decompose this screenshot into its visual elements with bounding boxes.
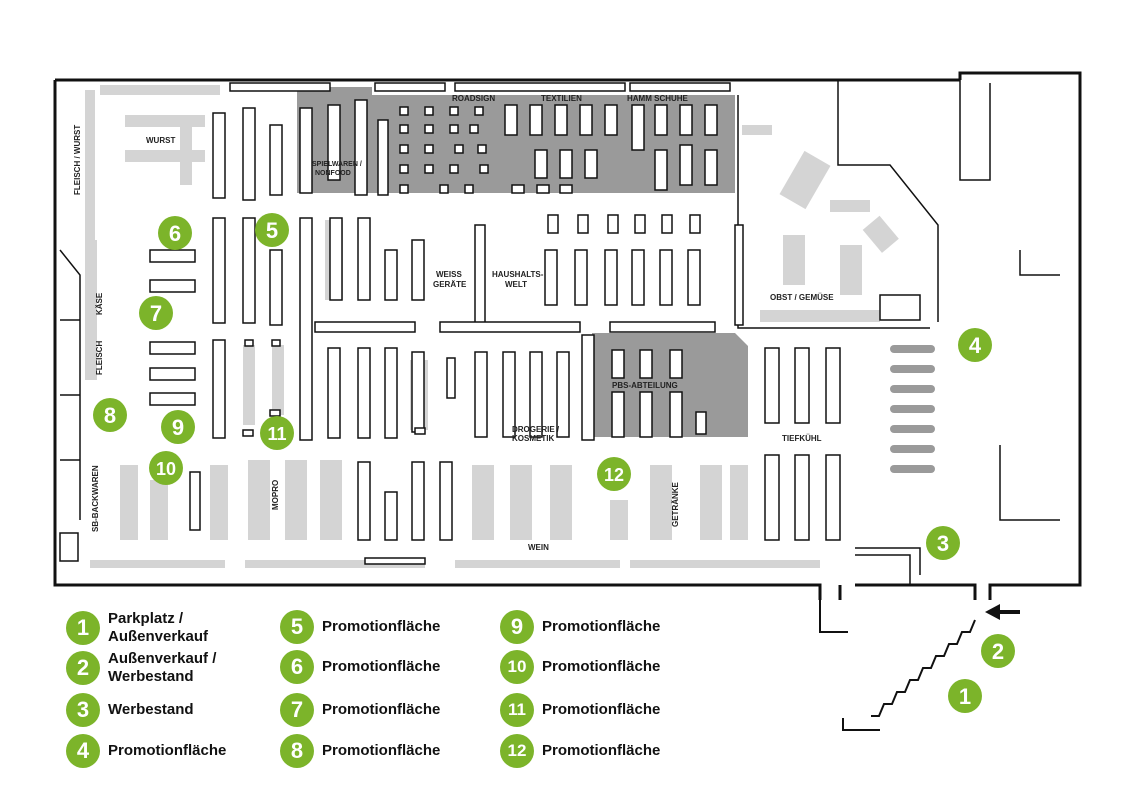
label-hamm-schuhe: HAMM SCHUHE: [627, 94, 689, 103]
label-geraete: GERÄTE: [433, 280, 467, 289]
svg-text:10: 10: [156, 459, 176, 479]
svg-text:7: 7: [150, 301, 162, 326]
legend-item-2: 2 Außenverkauf / Werbestand: [66, 650, 216, 686]
legend-item-7: 7 Promotionfläche: [280, 693, 440, 727]
map-badges: 1 2 3 4 5 6 7 8 9 10 11 12: [93, 213, 992, 560]
svg-text:6: 6: [169, 221, 181, 246]
light-shelves: [85, 85, 899, 568]
entrance-stair-lower: [819, 600, 976, 731]
walls: [53, 71, 1082, 600]
legend-item-11: 11 Promotionfläche: [500, 693, 660, 727]
legend-label: Promotionfläche: [322, 742, 441, 759]
badge-11: 11: [260, 416, 294, 450]
legend-label: Promotionfläche: [322, 701, 441, 718]
badge-3: 3: [926, 526, 960, 560]
label-sb-backwaren: SB-BACKWAREN: [91, 465, 100, 532]
legend-label: Parkplatz / Außenverkauf: [108, 610, 209, 645]
svg-text:8: 8: [104, 403, 116, 428]
badge-1-lower: 1: [948, 679, 982, 713]
badge-2-lower: 2: [981, 634, 1015, 668]
badge-7: 7: [139, 296, 173, 330]
label-getraenke: GETRÄNKE: [671, 481, 680, 527]
svg-text:1: 1: [959, 684, 971, 709]
label-textilien: TEXTILIEN: [541, 94, 582, 103]
legend-number: 1: [66, 611, 100, 645]
label-fleisch-wurst: FLEISCH / WURST: [73, 125, 82, 195]
badge-8: 8: [93, 398, 127, 432]
badge-5: 5: [255, 213, 289, 247]
label-kosmetik: KOSMETIK: [512, 434, 554, 443]
label-kaese: KÄSE: [95, 292, 104, 315]
label-fleisch: FLEISCH: [95, 341, 104, 375]
legend-number: 2: [66, 651, 100, 685]
svg-text:2: 2: [992, 639, 1004, 664]
legend-item-3: 3 Werbestand: [66, 693, 194, 727]
svg-text:11: 11: [267, 424, 286, 444]
legend-label: Promotionfläche: [542, 658, 661, 675]
label-spielwaren: SPIELWAREN /: [312, 161, 362, 168]
label-obst-gemuese: OBST / GEMÜSE: [770, 293, 834, 302]
legend-label: Werbestand: [108, 701, 194, 718]
legend-label: Promotionfläche: [542, 742, 661, 759]
legend-number: 7: [280, 693, 314, 727]
label-wein: WEIN: [528, 543, 549, 552]
label-drogerie: DROGERIE /: [512, 425, 560, 434]
inner-walls: [59, 80, 1060, 585]
legend-item-10: 10 Promotionfläche: [500, 650, 660, 684]
legend-number: 6: [280, 650, 314, 684]
legend-label: Außenverkauf / Werbestand: [108, 650, 217, 685]
label-haushalts: HAUSHALTS-: [492, 270, 544, 279]
store-floor-plan: WURST FLEISCH / WURST KÄSE FLEISCH SB-BA…: [53, 71, 1082, 600]
svg-text:3: 3: [937, 531, 949, 556]
pbs-zone: [592, 333, 748, 437]
label-roadsign: ROADSIGN: [452, 94, 495, 103]
legend-label: Promotionfläche: [542, 701, 661, 718]
department-labels: WURST FLEISCH / WURST KÄSE FLEISCH SB-BA…: [73, 94, 834, 552]
legend-item-8: 8 Promotionfläche: [280, 734, 440, 768]
legend-item-4: 4 Promotionfläche: [66, 734, 226, 768]
legend-item-6: 6 Promotionfläche: [280, 650, 440, 684]
legend-number: 4: [66, 734, 100, 768]
legend-label: Promotionfläche: [108, 742, 227, 759]
legend-number: 9: [500, 610, 534, 644]
arrow-lower: [985, 604, 1020, 620]
legend-number: 12: [500, 734, 534, 768]
badge-10: 10: [149, 451, 183, 485]
shelves: [59, 82, 921, 565]
label-wurst: WURST: [146, 136, 175, 145]
badge-4: 4: [958, 328, 992, 362]
svg-text:12: 12: [604, 465, 624, 485]
legend-label: Promotionfläche: [322, 618, 441, 635]
label-pbs: PBS-ABTEILUNG: [612, 381, 678, 390]
legend-item-1: 1 Parkplatz / Außenverkauf: [66, 610, 208, 646]
legend-number: 11: [500, 693, 534, 727]
entrance-badges: 2 1: [819, 600, 1020, 731]
label-mopro: MOPRO: [271, 480, 280, 510]
legend-number: 5: [280, 610, 314, 644]
legend-item-9: 9 Promotionfläche: [500, 610, 660, 644]
label-nonfood: NONFOOD: [315, 170, 351, 177]
legend-label: Promotionfläche: [542, 618, 661, 635]
legend-item-5: 5 Promotionfläche: [280, 610, 440, 644]
legend-label: Promotionfläche: [322, 658, 441, 675]
svg-text:5: 5: [266, 218, 278, 243]
legend-number: 10: [500, 650, 534, 684]
badge-12: 12: [597, 457, 631, 491]
label-tiefkuehl: TIEFKÜHL: [782, 434, 822, 443]
checkouts: [890, 345, 935, 473]
label-welt: WELT: [505, 280, 527, 289]
badge-6: 6: [158, 216, 192, 250]
legend-number: 8: [280, 734, 314, 768]
legend-number: 3: [66, 693, 100, 727]
badge-9: 9: [161, 410, 195, 444]
label-weiss: WEISS: [436, 270, 462, 279]
legend: 1 Parkplatz / Außenverkauf 2 Außenverkau…: [0, 600, 760, 800]
svg-text:4: 4: [969, 333, 982, 358]
legend-item-12: 12 Promotionfläche: [500, 734, 660, 768]
svg-text:9: 9: [172, 415, 184, 440]
